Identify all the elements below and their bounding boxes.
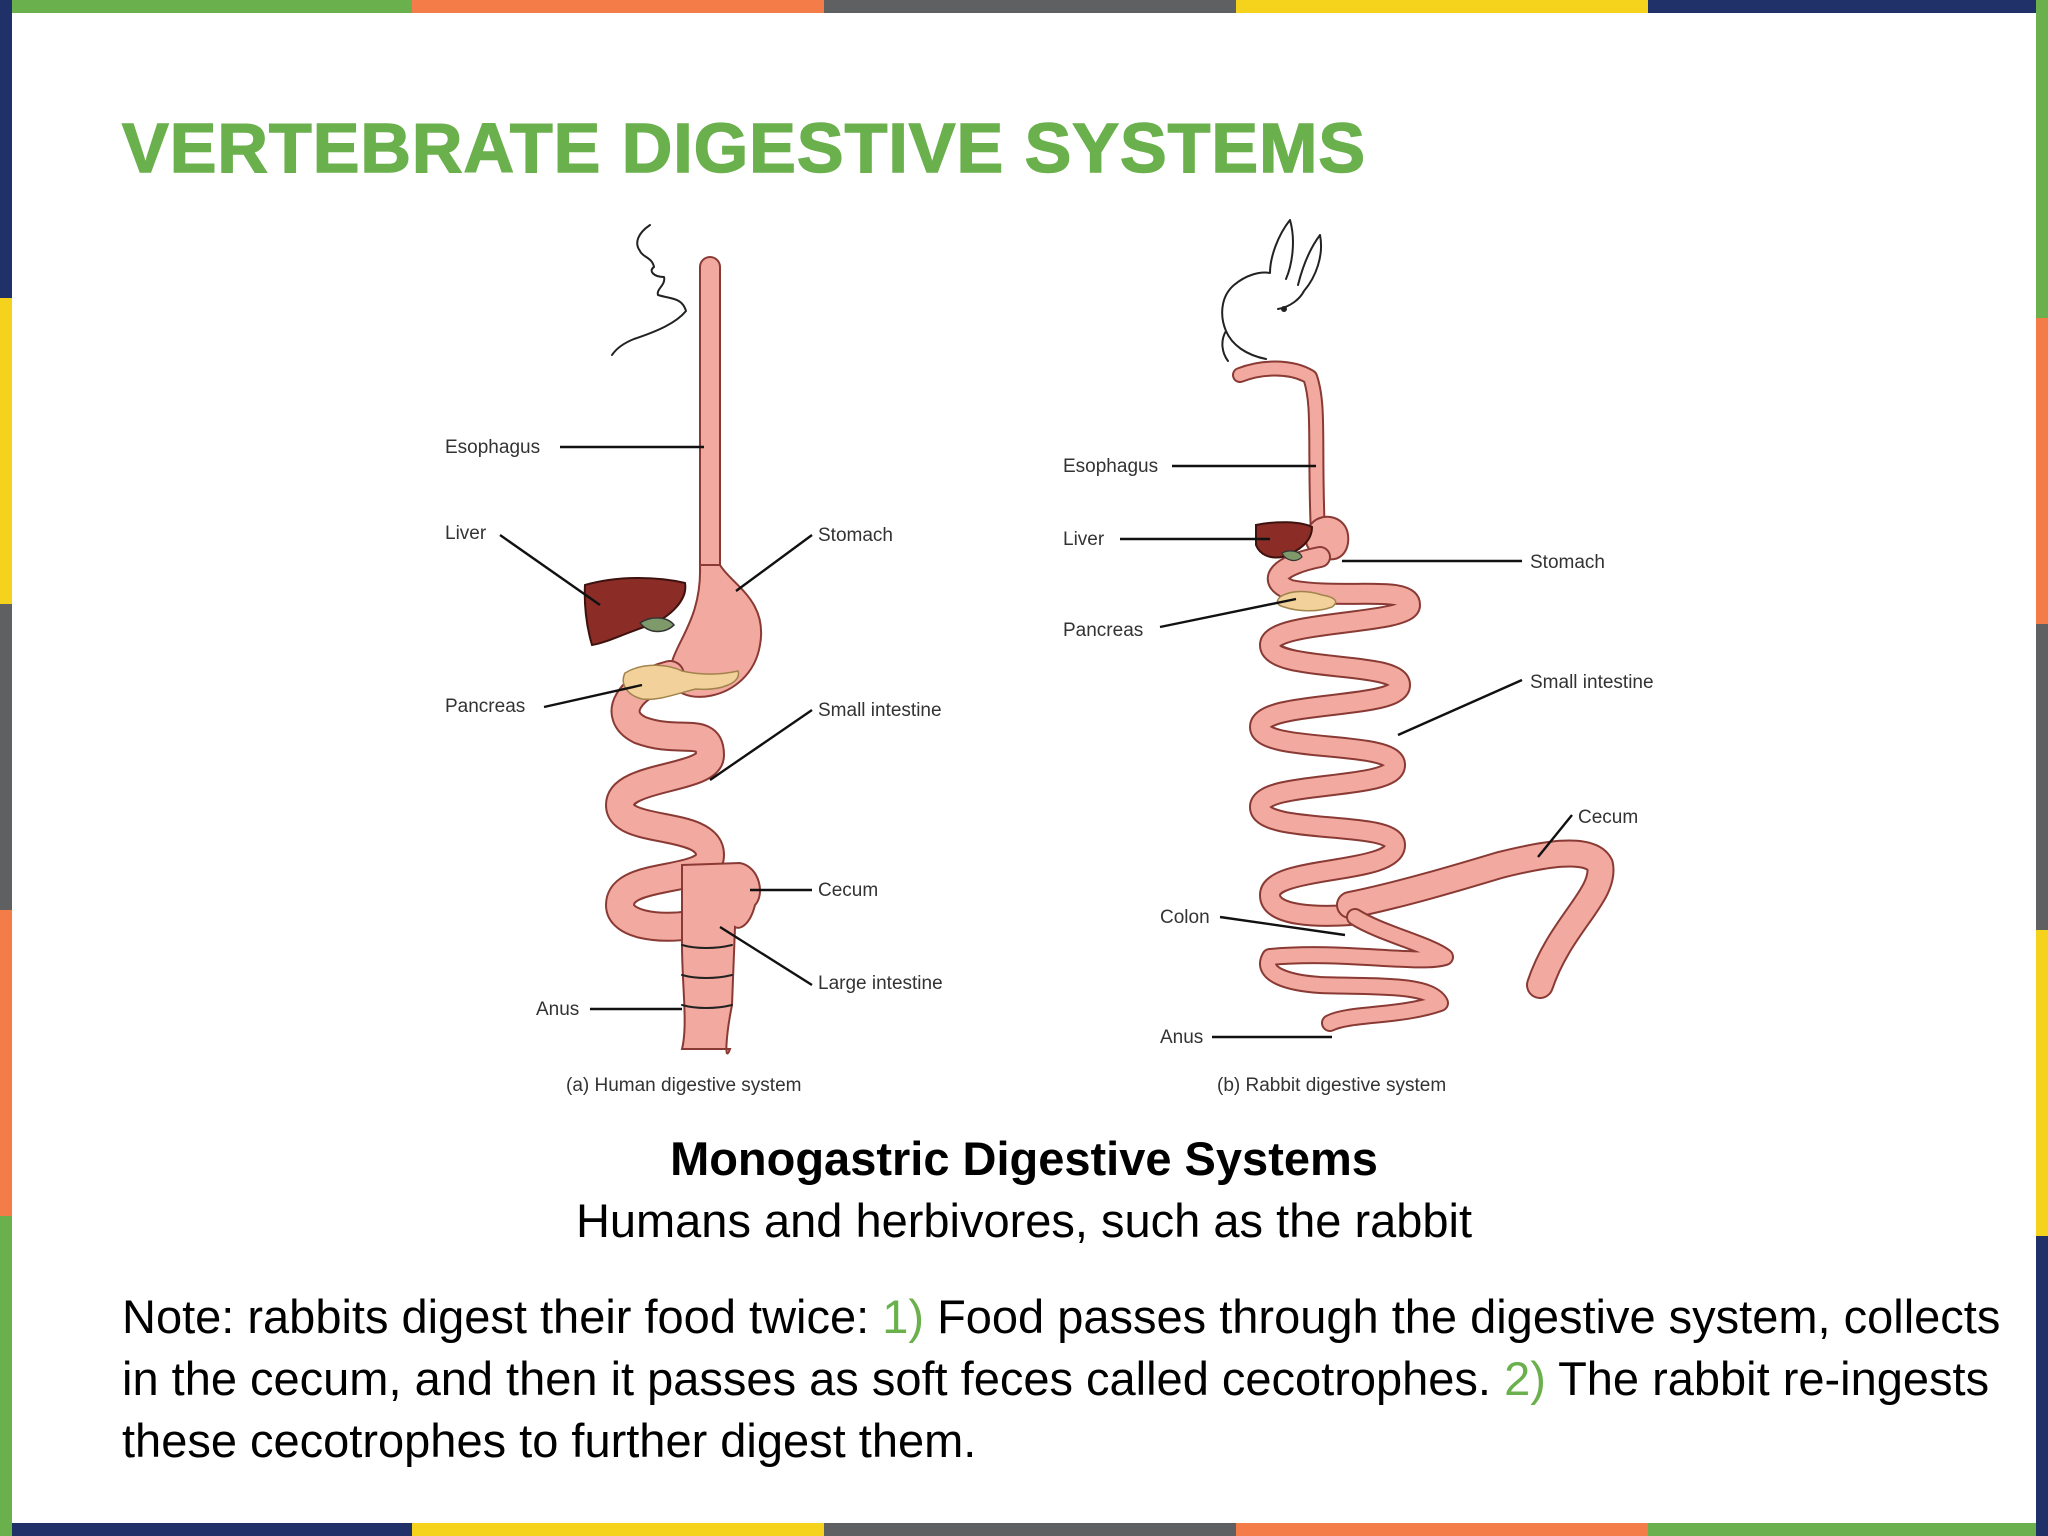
human-large-intestine-leader [719, 925, 813, 987]
human-liver-leader [499, 534, 601, 606]
note-part-2: Food passes through the digestive system… [122, 1290, 2001, 1405]
frame-right-navy [2036, 1236, 2048, 1536]
note-part-1: Note: rabbits digest their food twice: [122, 1290, 883, 1343]
frame-top-gray [824, 0, 1236, 13]
human-label-esophagus: Esophagus [445, 437, 540, 458]
frame-bottom-yellow [412, 1523, 824, 1536]
frame-left-orange [0, 910, 12, 1216]
caption-subtext: Humans and herbivores, such as the rabbi… [575, 1194, 1473, 1247]
frame-bottom-navy [0, 1523, 412, 1536]
rabbit-diagram: Esophagus Liver Stomach Pancreas Small i… [1063, 219, 1654, 1096]
rabbit-pancreas [1276, 590, 1337, 612]
frame-left-navy [0, 0, 12, 298]
frame-bottom-gray [824, 1523, 1236, 1536]
note-number-2: 2) [1504, 1352, 1546, 1405]
frame-bottom-orange [1236, 1523, 1648, 1536]
rabbit-label-small-intestine: Small intestine [1530, 672, 1654, 693]
human-label-cecum: Cecum [818, 880, 878, 901]
human-face-outline [611, 224, 687, 356]
rabbit-colon-leader [1219, 915, 1346, 937]
rabbit-caption: (b) Rabbit digestive system [1217, 1075, 1446, 1096]
human-label-liver: Liver [445, 523, 487, 544]
human-stomach-leader [735, 534, 813, 592]
frame-top-green [0, 0, 412, 13]
rabbit-label-colon: Colon [1160, 907, 1210, 928]
human-small-intestine-leader [709, 709, 813, 781]
human-label-small-intestine: Small intestine [818, 700, 942, 721]
slide-title: VERTEBRATE DIGESTIVE SYSTEMS [121, 108, 1367, 188]
rabbit-label-liver: Liver [1063, 529, 1105, 550]
note-paragraph: Note: rabbits digest their food twice: 1… [122, 1286, 2002, 1472]
rabbit-eye [1281, 306, 1287, 312]
frame-left-green [0, 1216, 12, 1536]
rabbit-pancreas-leader [1159, 597, 1297, 629]
human-diagram: Esophagus Liver Stomach Pancreas Small i… [445, 224, 943, 1096]
human-stomach [668, 564, 763, 698]
human-label-stomach: Stomach [818, 525, 893, 546]
frame-top-yellow [1236, 0, 1648, 13]
frame-bottom-green [1648, 1523, 2048, 1536]
human-pancreas-leader [543, 683, 643, 709]
human-label-anus: Anus [536, 999, 579, 1020]
rabbit-label-anus: Anus [1160, 1027, 1203, 1048]
human-pancreas [622, 664, 740, 701]
frame-left-gray [0, 604, 12, 910]
rabbit-label-esophagus: Esophagus [1063, 456, 1158, 477]
human-large-intestine [680, 861, 761, 1055]
frame-top-orange [412, 0, 824, 13]
rabbit-gut [1232, 360, 1615, 1032]
frame-left-yellow [0, 298, 12, 604]
human-gut [605, 256, 763, 1055]
caption-heading: Monogastric Digestive Systems [670, 1132, 1378, 1185]
frame-right-orange [2036, 318, 2048, 624]
frame-right-gray [2036, 624, 2048, 930]
rabbit-gallbladder [1281, 550, 1303, 562]
rabbit-small-intestine-leader [1397, 678, 1523, 737]
frame-top-navy [1648, 0, 2048, 13]
note-part-3: The rabbit re-ingests these cecotrophes … [122, 1352, 1990, 1467]
human-label-pancreas: Pancreas [445, 696, 525, 717]
note-number-1: 1) [882, 1290, 925, 1343]
human-label-large-intestine: Large intestine [818, 973, 943, 994]
rabbit-label-cecum: Cecum [1578, 807, 1638, 828]
rabbit-head-outline [1221, 219, 1322, 362]
rabbit-label-stomach: Stomach [1530, 552, 1605, 573]
human-liver [583, 577, 687, 647]
frame-right-yellow [2036, 930, 2048, 1236]
rabbit-cecum-leader [1537, 814, 1573, 858]
digestive-systems-figure: Esophagus Liver Stomach Pancreas Small i… [445, 219, 1654, 1096]
rabbit-liver [1255, 521, 1314, 559]
human-caption: (a) Human digestive system [566, 1075, 801, 1096]
human-gallbladder [638, 617, 675, 633]
rabbit-label-pancreas: Pancreas [1063, 620, 1143, 641]
frame-right-green [2036, 0, 2048, 318]
